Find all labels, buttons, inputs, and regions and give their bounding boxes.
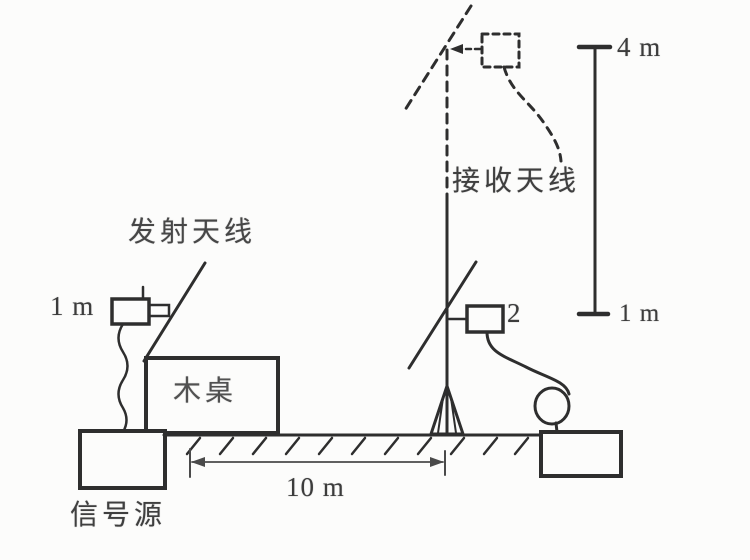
transmit-antenna-element bbox=[142, 261, 207, 363]
label-port-number: 2 bbox=[507, 298, 522, 328]
receiver-box bbox=[539, 430, 623, 478]
receive-antenna-element-raised-dashed bbox=[403, 4, 473, 112]
label-height-top: 4 m bbox=[617, 32, 662, 62]
receive-cable-loop bbox=[533, 386, 571, 426]
transmit-feed-box bbox=[110, 297, 151, 326]
label-distance: 10 m bbox=[286, 472, 345, 502]
raised-cable-dashed bbox=[502, 65, 563, 163]
signal-source-box bbox=[78, 429, 167, 490]
label-height-bottom: 1 m bbox=[619, 300, 661, 327]
height-scale bbox=[576, 44, 613, 317]
label-receive-antenna: 接收天线 bbox=[452, 166, 581, 197]
raised-pointer-arrowhead bbox=[450, 44, 463, 54]
dimension-arrow-left bbox=[191, 457, 205, 467]
label-wooden-table: 木桌 bbox=[173, 376, 238, 407]
distance-dimension bbox=[189, 448, 446, 478]
label-height-left: 1 m bbox=[50, 291, 95, 321]
label-signal-source: 信号源 bbox=[70, 500, 167, 531]
wooden-table-box bbox=[144, 356, 280, 435]
transmit-cable-wavy bbox=[117, 322, 129, 434]
ground-hatching bbox=[185, 436, 530, 456]
port-box bbox=[465, 304, 505, 334]
raised-port-box-dashed bbox=[480, 32, 521, 69]
dimension-arrow-right bbox=[430, 457, 444, 467]
receive-antenna-element bbox=[407, 260, 478, 370]
receive-cable-curve bbox=[485, 330, 571, 396]
transmit-feed-clip bbox=[148, 303, 171, 318]
label-transmit-antenna: 发射天线 bbox=[128, 217, 257, 248]
tripod bbox=[428, 381, 466, 436]
